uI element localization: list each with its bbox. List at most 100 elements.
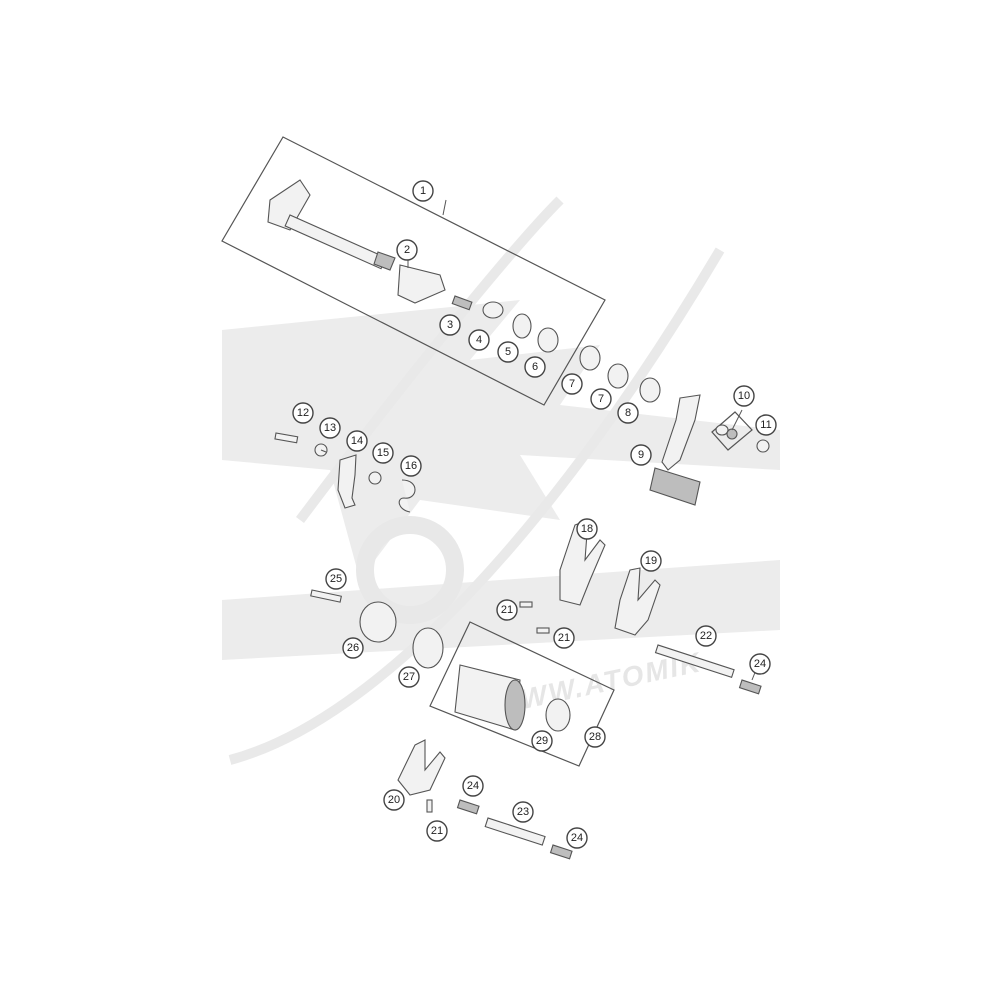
callout-14: 14 — [346, 430, 368, 452]
part-7-bearing-a — [579, 345, 601, 371]
callout-9: 9 — [630, 444, 652, 466]
part-3-spring — [451, 295, 473, 311]
shift-shaft-part — [267, 179, 396, 271]
part-16-spring — [398, 479, 416, 513]
callout-11: 11 — [755, 414, 777, 436]
svg-text:11: 11 — [760, 419, 771, 431]
callout-15: 15 — [372, 442, 394, 464]
callout-18: 18 — [576, 518, 598, 540]
callout-12: 12 — [292, 402, 314, 424]
callout-4: 4 — [468, 329, 490, 351]
part-24-spring-b — [456, 799, 480, 815]
svg-text:21: 21 — [501, 604, 513, 616]
part-4-bushing — [482, 301, 504, 319]
part-18-shift-fork — [559, 519, 606, 606]
part-20-shift-fork — [397, 739, 446, 796]
callout-5: 5 — [497, 341, 519, 363]
callout-13: 13 — [319, 417, 341, 439]
callout-2: 2 — [396, 239, 418, 261]
part-14-locking-lever — [337, 454, 357, 509]
callout-16: 16 — [400, 455, 422, 477]
svg-text:15: 15 — [377, 447, 389, 459]
svg-text:8: 8 — [625, 407, 631, 419]
callout-24b: 24 — [462, 775, 484, 797]
svg-text:20: 20 — [388, 794, 400, 806]
part-12-bolt — [274, 432, 299, 444]
part-26-shift-drum-cam — [359, 601, 397, 643]
callout-8: 8 — [617, 402, 639, 424]
callout-21a: 21 — [496, 599, 518, 621]
callout-3: 3 — [439, 314, 461, 336]
callout-6: 6 — [524, 356, 546, 378]
part-21-pin-a — [519, 601, 533, 608]
callout-20: 20 — [383, 789, 405, 811]
svg-text:26: 26 — [347, 642, 359, 654]
part-24-spring-c — [549, 844, 573, 860]
callout-21b: 21 — [553, 627, 575, 649]
drum-group-frame — [429, 621, 615, 767]
svg-text:23: 23 — [517, 806, 529, 818]
callout-25: 25 — [325, 568, 347, 590]
part-23-shaft — [484, 817, 546, 846]
svg-text:13: 13 — [324, 422, 336, 434]
svg-text:28: 28 — [589, 731, 601, 743]
svg-text:24: 24 — [571, 832, 583, 844]
part-28-shift-drum — [454, 664, 526, 731]
callout-21c: 21 — [426, 820, 448, 842]
svg-text:21: 21 — [431, 825, 443, 837]
svg-text:22: 22 — [700, 630, 712, 642]
svg-text:25: 25 — [330, 573, 342, 585]
callout-23: 23 — [512, 801, 534, 823]
svg-text:24: 24 — [467, 780, 479, 792]
svg-text:9: 9 — [638, 449, 644, 461]
callout-7a: 7 — [561, 373, 583, 395]
svg-text:6: 6 — [532, 361, 538, 373]
svg-text:7: 7 — [598, 393, 604, 405]
shaft-group-frame — [221, 136, 606, 406]
svg-text:5: 5 — [505, 346, 511, 358]
callout-19: 19 — [640, 550, 662, 572]
svg-text:10: 10 — [738, 390, 750, 402]
callout-22: 22 — [695, 625, 717, 647]
part-11-nut — [756, 439, 770, 453]
part-15-roller — [368, 471, 382, 485]
part-6-washer — [537, 327, 559, 353]
callout-10: 10 — [733, 385, 755, 407]
part-8-seal — [639, 377, 661, 403]
svg-text:19: 19 — [645, 555, 657, 567]
callout-26: 26 — [342, 637, 364, 659]
svg-text:18: 18 — [581, 523, 593, 535]
callout-1: 1 — [412, 180, 434, 202]
part-10-bolt-set — [711, 411, 753, 451]
svg-text:7: 7 — [569, 378, 575, 390]
callout-27: 27 — [398, 666, 420, 688]
callout-24c: 24 — [566, 827, 588, 849]
callout-24a: 24 — [749, 653, 771, 675]
svg-text:21: 21 — [558, 632, 570, 644]
svg-text:1: 1 — [420, 185, 426, 197]
svg-text:12: 12 — [297, 407, 309, 419]
part-29-bearing — [545, 698, 571, 732]
part-2-plate — [397, 264, 446, 304]
svg-text:4: 4 — [476, 334, 482, 346]
svg-text:29: 29 — [536, 735, 548, 747]
callout-7b: 7 — [590, 388, 612, 410]
svg-text:2: 2 — [404, 244, 410, 256]
svg-text:27: 27 — [403, 671, 415, 683]
svg-text:3: 3 — [447, 319, 453, 331]
svg-text:16: 16 — [405, 460, 417, 472]
part-7-bearing-b — [607, 363, 629, 389]
part-19-shift-fork — [614, 567, 661, 636]
callout-29: 29 — [531, 730, 553, 752]
part-25-bolt — [310, 589, 342, 603]
svg-text:14: 14 — [351, 435, 363, 447]
svg-text:24: 24 — [754, 658, 766, 670]
part-27-bearing — [412, 627, 444, 669]
part-5-spring-clip — [512, 313, 532, 339]
callout-28: 28 — [584, 726, 606, 748]
part-24-spring-a — [738, 679, 762, 695]
part-21-pin-c — [426, 799, 433, 813]
part-9-shift-lever — [649, 394, 701, 506]
part-22-shaft — [654, 644, 735, 679]
